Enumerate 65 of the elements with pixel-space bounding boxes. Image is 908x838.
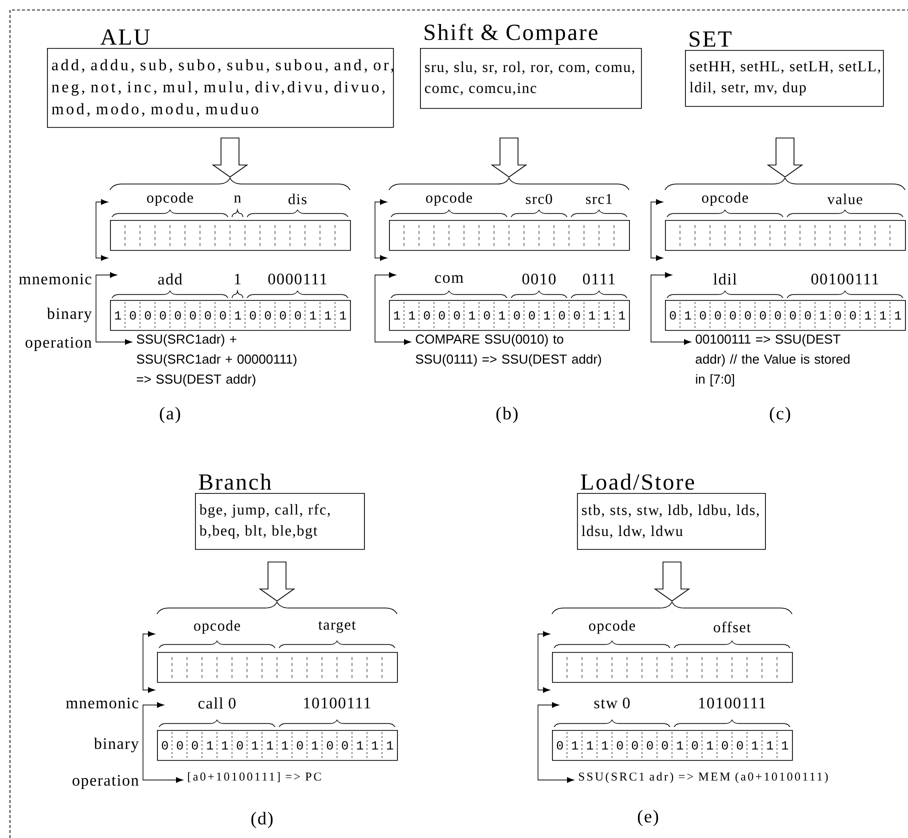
field-value: com bbox=[435, 275, 464, 283]
instruction-list-box: sru, slu, sr, rol, ror, com, comu, comc, comcu,inc bbox=[420, 48, 642, 109]
field-value: 10100111 bbox=[304, 698, 370, 708]
field-value: 1 bbox=[234, 274, 241, 284]
row-label: operation bbox=[72, 775, 139, 789]
bracket-arrow bbox=[96, 272, 132, 345]
panel-title: ALU bbox=[100, 29, 150, 45]
field-value: 0111 bbox=[583, 274, 615, 284]
operation-text: SSU(SRC1 adr) => MEM (a0+10100111) bbox=[579, 772, 828, 784]
binary-register-box: 1 1 0 0 0 1 0 1 0 0 1 0 0 1 1 1 bbox=[389, 300, 630, 331]
instruction-list-box: add, addu, sub, subo, subu, subou, and, or, neg, not, inc, mul, mulu, div,divu, divuo, mod, modo, modu, muduo bbox=[47, 48, 394, 128]
block-arrow bbox=[258, 562, 296, 602]
panel-letter: (c) bbox=[770, 406, 790, 424]
panel-letter: (b) bbox=[496, 406, 518, 424]
field-value: 00100111 bbox=[811, 274, 878, 284]
field-value: add bbox=[158, 273, 182, 285]
field-label: opcode bbox=[194, 620, 240, 634]
panel-letter: (e) bbox=[638, 810, 658, 826]
operation-text: 00100111 => SSU(DEST addr) // the Value is stored in [7:0] bbox=[696, 334, 850, 386]
panel-letter: (a) bbox=[160, 406, 180, 424]
block-arrow bbox=[654, 562, 690, 602]
field-value: stw 0 bbox=[594, 698, 630, 708]
bracket-arrow bbox=[374, 272, 411, 345]
field-label: src0 bbox=[526, 194, 552, 204]
field-label: opcode bbox=[426, 192, 472, 206]
bracket-arrow bbox=[538, 702, 574, 783]
binary-register-box: 1 0 0 0 0 0 0 0 1 0 0 0 0 1 1 1 bbox=[110, 300, 351, 331]
field-label: opcode bbox=[147, 192, 194, 206]
panel-title: SET bbox=[690, 31, 732, 47]
field-value: 0000111 bbox=[268, 274, 326, 284]
binary-register-box: 0 0 0 1 1 0 1 1 1 0 1 0 0 1 1 1 bbox=[157, 730, 398, 761]
field-value: ldil bbox=[713, 273, 737, 285]
instruction-list-box: setHH, setHL, setLH, setLL, ldil, setr, mv, dup bbox=[685, 50, 884, 107]
bracket-arrow bbox=[142, 702, 183, 783]
panel-title: Shift & Compare bbox=[424, 24, 598, 45]
row-label: mnemonic bbox=[19, 274, 92, 284]
binary-register-box: 0 1 1 1 0 0 0 0 1 0 1 0 0 1 1 1 bbox=[552, 730, 793, 761]
field-label: value bbox=[827, 194, 862, 204]
field-label: src1 bbox=[586, 194, 612, 204]
row-label: operation bbox=[26, 337, 92, 351]
field-value: call 0 bbox=[198, 697, 236, 709]
block-arrow bbox=[212, 138, 248, 178]
panel-title: Branch bbox=[198, 474, 272, 490]
bracket-arrow bbox=[650, 272, 691, 345]
field-label: opcode bbox=[589, 620, 635, 634]
row-label: mnemonic bbox=[66, 698, 138, 708]
block-arrow bbox=[490, 138, 528, 178]
operation-text: SSU(SRC1adr) + SSU(SRC1adr + 00000111) => SSU(DEST addr) bbox=[136, 334, 296, 386]
instruction-list-box: stb, sts, stw, ldb, ldbu, lds, ldsu, ldw, ldwu bbox=[577, 493, 766, 550]
panel-letter: (d) bbox=[251, 812, 273, 828]
field-label: n bbox=[234, 195, 242, 203]
field-label: target bbox=[318, 621, 356, 633]
block-arrow bbox=[766, 138, 804, 178]
operation-text: COMPARE SSU(0010) to SSU(0111) => SSU(DEST addr) bbox=[416, 334, 602, 366]
field-value: 0010 bbox=[522, 274, 556, 284]
instruction-list-box: bge, jump, call, rfc, b,beq, blt, ble,bgt bbox=[195, 493, 365, 550]
panel-title: Load/Store bbox=[580, 474, 694, 490]
field-label: dis bbox=[288, 194, 306, 204]
row-label: binary bbox=[46, 308, 92, 322]
binary-register-box: 0 1 0 0 0 0 0 0 0 0 1 0 0 1 1 1 bbox=[665, 300, 906, 331]
field-value: 10100111 bbox=[699, 698, 766, 708]
row-label: binary bbox=[94, 738, 139, 752]
operation-text: [a0+10100111] => PC bbox=[188, 772, 321, 782]
field-label: offset bbox=[714, 622, 751, 632]
field-label: opcode bbox=[702, 192, 748, 206]
